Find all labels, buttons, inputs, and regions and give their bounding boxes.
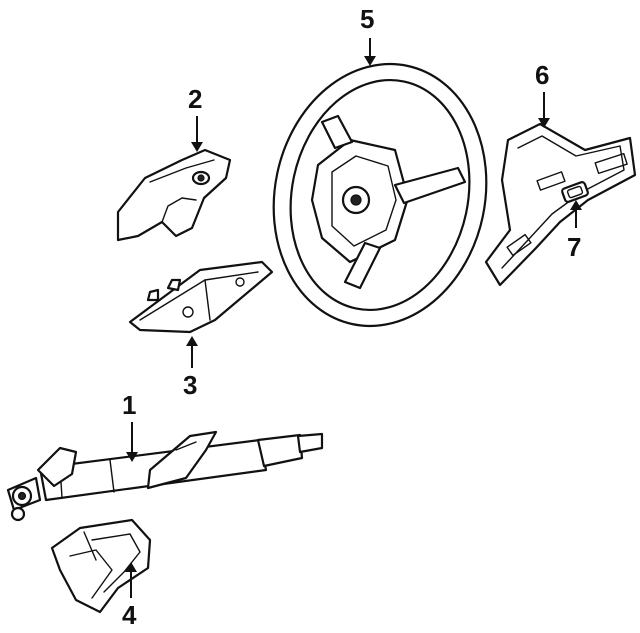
callout-2-label: 2: [188, 84, 202, 114]
upper-column-cover-part: [116, 148, 232, 242]
callout-7-label: 7: [567, 232, 581, 262]
callout-1: 1: [122, 390, 138, 462]
steering-column-part: [6, 430, 324, 522]
callout-3: 3: [183, 336, 198, 400]
callout-5: 5: [360, 4, 376, 66]
callout-7: 7: [567, 200, 582, 262]
callout-4-label: 4: [122, 600, 137, 630]
callout-5-label: 5: [360, 4, 374, 34]
callout-2: 2: [188, 84, 203, 152]
callout-6-label: 6: [535, 60, 549, 90]
callout-3-label: 3: [183, 370, 197, 400]
callout-4: 4: [122, 562, 137, 630]
callout-1-label: 1: [122, 390, 136, 420]
horn-button-part: [561, 181, 589, 203]
horn-pad-part: [484, 122, 637, 287]
lower-column-cover-part: [128, 260, 274, 334]
column-bracket-part: [50, 518, 152, 614]
callout-6: 6: [535, 60, 550, 128]
steering-wheel-part: [272, 62, 488, 328]
